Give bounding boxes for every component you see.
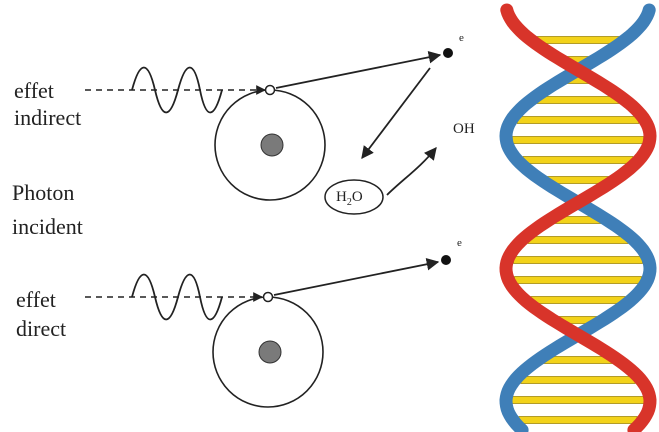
water-to-hydroxyl-arrow [386, 147, 437, 196]
photon-incident-label-line2: incident [12, 214, 83, 239]
direct-effect-label-line2: direct [16, 316, 67, 341]
water-o: O [351, 189, 363, 205]
indirect-effect-label-line1: effet [14, 78, 54, 103]
dna-base-pair [520, 376, 636, 384]
dna-base-pair [522, 156, 634, 164]
dna-double-helix [499, 3, 657, 432]
dna-base-pair [527, 236, 629, 244]
direct-orbital-electron [262, 291, 274, 303]
dna-base-pair [516, 116, 640, 124]
electron-label-bottom: e [457, 237, 462, 249]
dna-base-pair [513, 256, 643, 264]
dna-base-pair [536, 36, 620, 44]
electron-label-top: e [459, 32, 464, 44]
electron-to-water-arrow [361, 67, 431, 160]
direct-photon-wave [131, 273, 223, 321]
water-molecule-ellipse [324, 179, 384, 215]
dna-strand-blue [499, 3, 657, 432]
dna-base-pair [518, 416, 638, 424]
water-subscript: 2 [346, 197, 352, 208]
photon-incident-label-line1: Photon [12, 180, 75, 205]
dna-strand-red [499, 3, 657, 432]
dna-base-pair [536, 96, 620, 104]
direct-ejected-electron [441, 255, 451, 265]
indirect-photon-wave [131, 66, 223, 114]
indirect-effect-label-line2: indirect [14, 105, 82, 130]
direct-effect-group [85, 255, 451, 408]
direct-atom-nucleus [258, 340, 282, 364]
dna-base-pair [530, 296, 626, 304]
water-h: H [336, 189, 347, 205]
hydroxyl-label: OH [453, 121, 475, 137]
indirect-atom-nucleus [260, 133, 284, 157]
indirect-orbital-electron [264, 84, 276, 96]
dna-base-pair [511, 136, 645, 144]
dna-base-pair [543, 356, 613, 364]
indirect-effect-group [85, 48, 453, 215]
direct-effect-label-line1: effet [16, 287, 56, 312]
indirect-ejected-electron [443, 48, 453, 58]
water-formula: H2O [336, 189, 363, 211]
direct-ejection-arrow [273, 258, 440, 296]
indirect-ejection-arrow [275, 51, 442, 89]
dna-base-pair [511, 396, 645, 404]
dna-base-pair [514, 276, 642, 284]
